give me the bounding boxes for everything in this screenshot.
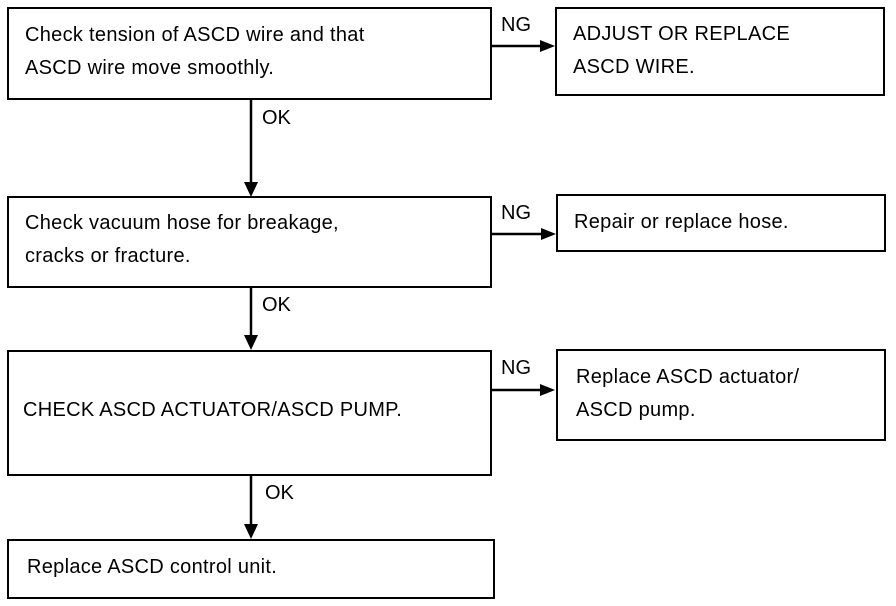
ng-action-2-line-1: Repair or replace hose.: [574, 211, 789, 233]
ok-label-3: OK: [265, 482, 294, 504]
ng-arrow-2-head: [541, 228, 556, 240]
step-3-box: CHECK ASCD ACTUATOR/ASCD PUMP.: [7, 350, 492, 476]
step-2-line-2: cracks or fracture.: [25, 245, 191, 267]
ng-action-2-box: Repair or replace hose.: [556, 194, 886, 252]
ng-action-1-line-1: ADJUST OR REPLACE: [573, 23, 791, 45]
ng-action-1-line-2: ASCD WIRE.: [573, 56, 695, 78]
step-3-line-1: CHECK ASCD ACTUATOR/ASCD PUMP.: [23, 399, 403, 421]
ok-arrow-2-head: [244, 335, 258, 350]
ng-arrow-1-head: [540, 40, 555, 52]
ng-action-3-box: Replace ASCD actuator/ ASCD pump.: [556, 349, 886, 441]
step-1-line-1: Check tension of ASCD wire and that: [25, 24, 365, 46]
ng-label-3: NG: [501, 357, 531, 379]
step-1-line-2: ASCD wire move smoothly.: [25, 57, 275, 79]
final-step-box: Replace ASCD control unit.: [7, 539, 495, 599]
ng-action-3-line-2: ASCD pump.: [576, 399, 696, 421]
ok-label-2: OK: [262, 294, 291, 316]
step-1-box: Check tension of ASCD wire and that ASCD…: [7, 7, 492, 100]
ng-label-1: NG: [501, 14, 531, 36]
ng-label-2: NG: [501, 202, 531, 224]
ok-arrow-3-head: [244, 524, 258, 539]
ok-arrow-1-head: [244, 182, 258, 197]
ng-action-3-line-1: Replace ASCD actuator/: [576, 366, 800, 388]
ng-arrow-3-head: [540, 384, 555, 396]
ng-action-1-box: ADJUST OR REPLACE ASCD WIRE.: [555, 7, 885, 96]
final-step-line-1: Replace ASCD control unit.: [27, 556, 278, 578]
step-2-line-1: Check vacuum hose for breakage,: [25, 212, 339, 234]
ok-label-1: OK: [262, 107, 291, 129]
step-2-box: Check vacuum hose for breakage, cracks o…: [7, 196, 492, 288]
